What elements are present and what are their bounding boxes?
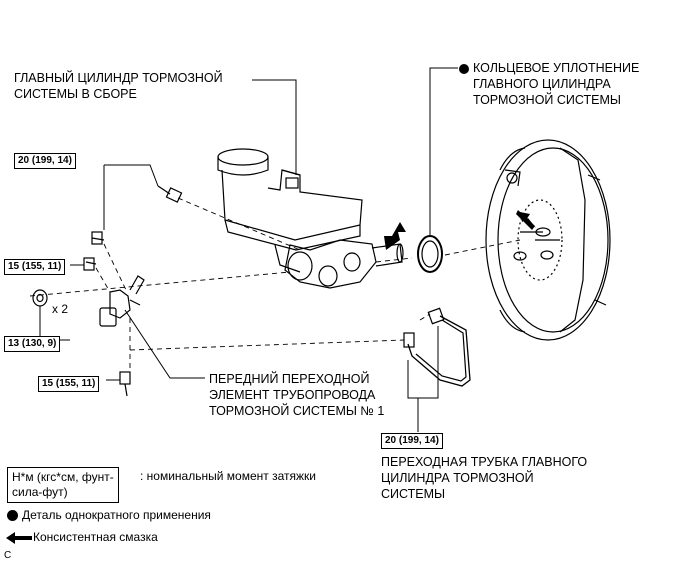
legend-unit-desc: : номинальный момент затяжки (140, 469, 316, 483)
brake-line-fittings (32, 185, 445, 397)
master-cylinder (217, 148, 404, 289)
torque-box-1: 20 (199, 14) (14, 153, 76, 169)
front-union (99, 275, 145, 327)
torque-box-3: 13 (130, 9) (4, 336, 61, 352)
legend-grease: Консистентная смазка (33, 530, 158, 544)
brake-booster (485, 139, 611, 341)
label-master-cylinder: ГЛАВНЫЙ ЦИЛИНДР ТОРМОЗНОЙ СИСТЕМЫ В СБОР… (14, 71, 223, 101)
corner-code: C (4, 550, 12, 561)
legend-unit-box: Н*м (кгс*см, фунт- сила-фут) (7, 467, 119, 503)
grease-legend-arrow-icon (6, 532, 32, 544)
torque-box-4: 15 (155, 11) (38, 376, 100, 392)
label-front-union: ПЕРЕДНИЙ ПЕРЕХОДНОЙ ЭЛЕМЕНТ ТРУБОПРОВОДА… (209, 372, 385, 418)
label-o-ring: КОЛЬЦЕВОЕ УПЛОТНЕНИЕ ГЛАВНОГО ЦИЛИНДРА Т… (473, 61, 640, 107)
grease-arrow-icon (384, 222, 406, 250)
single-use-dot-icon (459, 64, 469, 74)
torque-box-2: 15 (155, 11) (4, 259, 66, 275)
label-transfer-tube: ПЕРЕХОДНАЯ ТРУБКА ГЛАВНОГО ЦИЛИНДРА ТОРМ… (381, 455, 588, 501)
torque-box-5: 20 (199, 14) (381, 433, 443, 449)
legend-single-use: Деталь однократного применения (22, 508, 211, 522)
single-use-dot-icon (7, 510, 18, 521)
transfer-tube (407, 315, 471, 387)
quantity-label: x 2 (52, 302, 69, 316)
